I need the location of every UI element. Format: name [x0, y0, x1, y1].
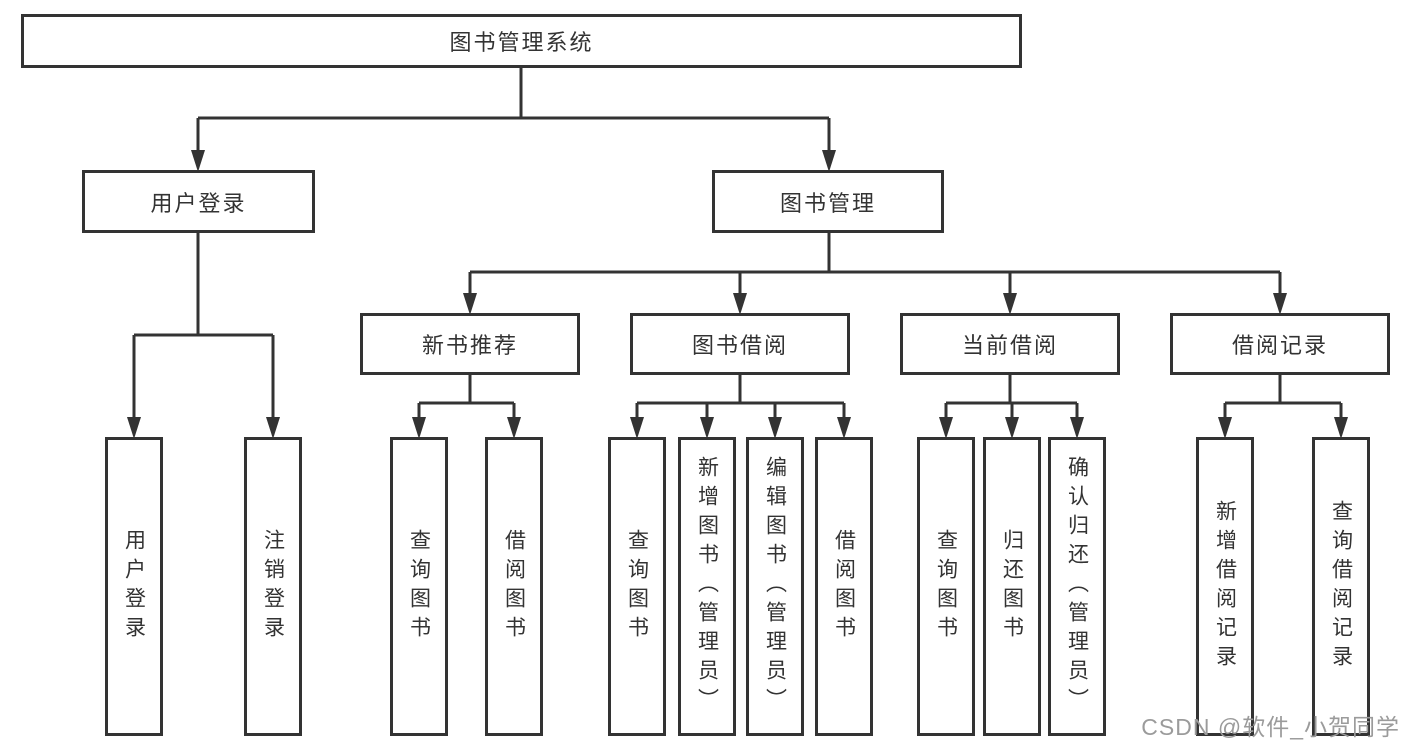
node-label: 借阅图书 [502, 528, 526, 645]
node-label: 新增借阅记录 [1213, 499, 1237, 674]
node-label: 新增图书（管理员） [695, 456, 719, 717]
node-leaf-user-login: 用户登录 [105, 437, 163, 736]
node-label: 图书管理系统 [449, 30, 594, 55]
connector-book-mgmt-to-level2 [463, 233, 1287, 315]
node-label: 注销登录 [261, 528, 285, 645]
node-borrow-records: 借阅记录 [1170, 313, 1390, 375]
node-label: 借阅图书 [832, 528, 856, 645]
node-leaf-borrow-books: 借阅图书 [815, 437, 873, 736]
node-label: 编辑图书（管理员） [763, 456, 787, 717]
node-leaf-return-books: 归还图书 [983, 437, 1041, 736]
node-label: 查询图书 [625, 528, 649, 645]
node-label: 查询借阅记录 [1329, 499, 1353, 674]
node-leaf-edit-book-admin: 编辑图书（管理员） [746, 437, 804, 736]
node-label: 借阅记录 [1231, 333, 1328, 358]
node-label: 查询图书 [407, 528, 431, 645]
node-label: 归还图书 [1000, 528, 1024, 645]
node-leaf-confirm-return-admin: 确认归还（管理员） [1048, 437, 1106, 736]
node-new-book-recommend: 新书推荐 [360, 313, 580, 375]
node-label: 图书借阅 [691, 333, 788, 358]
node-current-borrowing: 当前借阅 [900, 313, 1120, 375]
connector-current-to-leaves [939, 375, 1084, 439]
node-leaf-add-book-admin: 新增图书（管理员） [678, 437, 736, 736]
node-leaf-logout: 注销登录 [244, 437, 302, 736]
node-leaf-query-books-borrowing: 查询图书 [608, 437, 666, 736]
node-leaf-query-books-recommend: 查询图书 [390, 437, 448, 736]
node-leaf-query-borrow-record: 查询借阅记录 [1312, 437, 1370, 736]
node-book-borrowing: 图书借阅 [630, 313, 850, 375]
node-label: 图书管理 [779, 190, 876, 216]
node-leaf-add-borrow-record: 新增借阅记录 [1196, 437, 1254, 736]
node-label: 确认归还（管理员） [1065, 456, 1089, 717]
csdn-watermark: CSDN @软件_小贺同学 [1141, 714, 1400, 740]
node-library-system: 图书管理系统 [21, 14, 1022, 68]
node-label: 新书推荐 [421, 333, 518, 358]
node-label: 查询图书 [934, 528, 958, 645]
node-leaf-query-books-current: 查询图书 [917, 437, 975, 736]
connector-user-login-to-leaves [127, 233, 280, 439]
node-leaf-borrow-books-recommend: 借阅图书 [485, 437, 543, 736]
connector-recommend-to-leaves [412, 375, 521, 439]
node-label: 用户登录 [122, 528, 146, 645]
node-label: 当前借阅 [961, 333, 1058, 358]
node-book-management-module: 图书管理 [712, 170, 944, 233]
connector-borrowing-to-leaves [630, 375, 851, 439]
connector-root-to-level1 [191, 68, 836, 172]
connector-records-to-leaves [1218, 375, 1348, 439]
node-label: 用户登录 [150, 190, 247, 216]
node-user-login-module: 用户登录 [82, 170, 315, 233]
